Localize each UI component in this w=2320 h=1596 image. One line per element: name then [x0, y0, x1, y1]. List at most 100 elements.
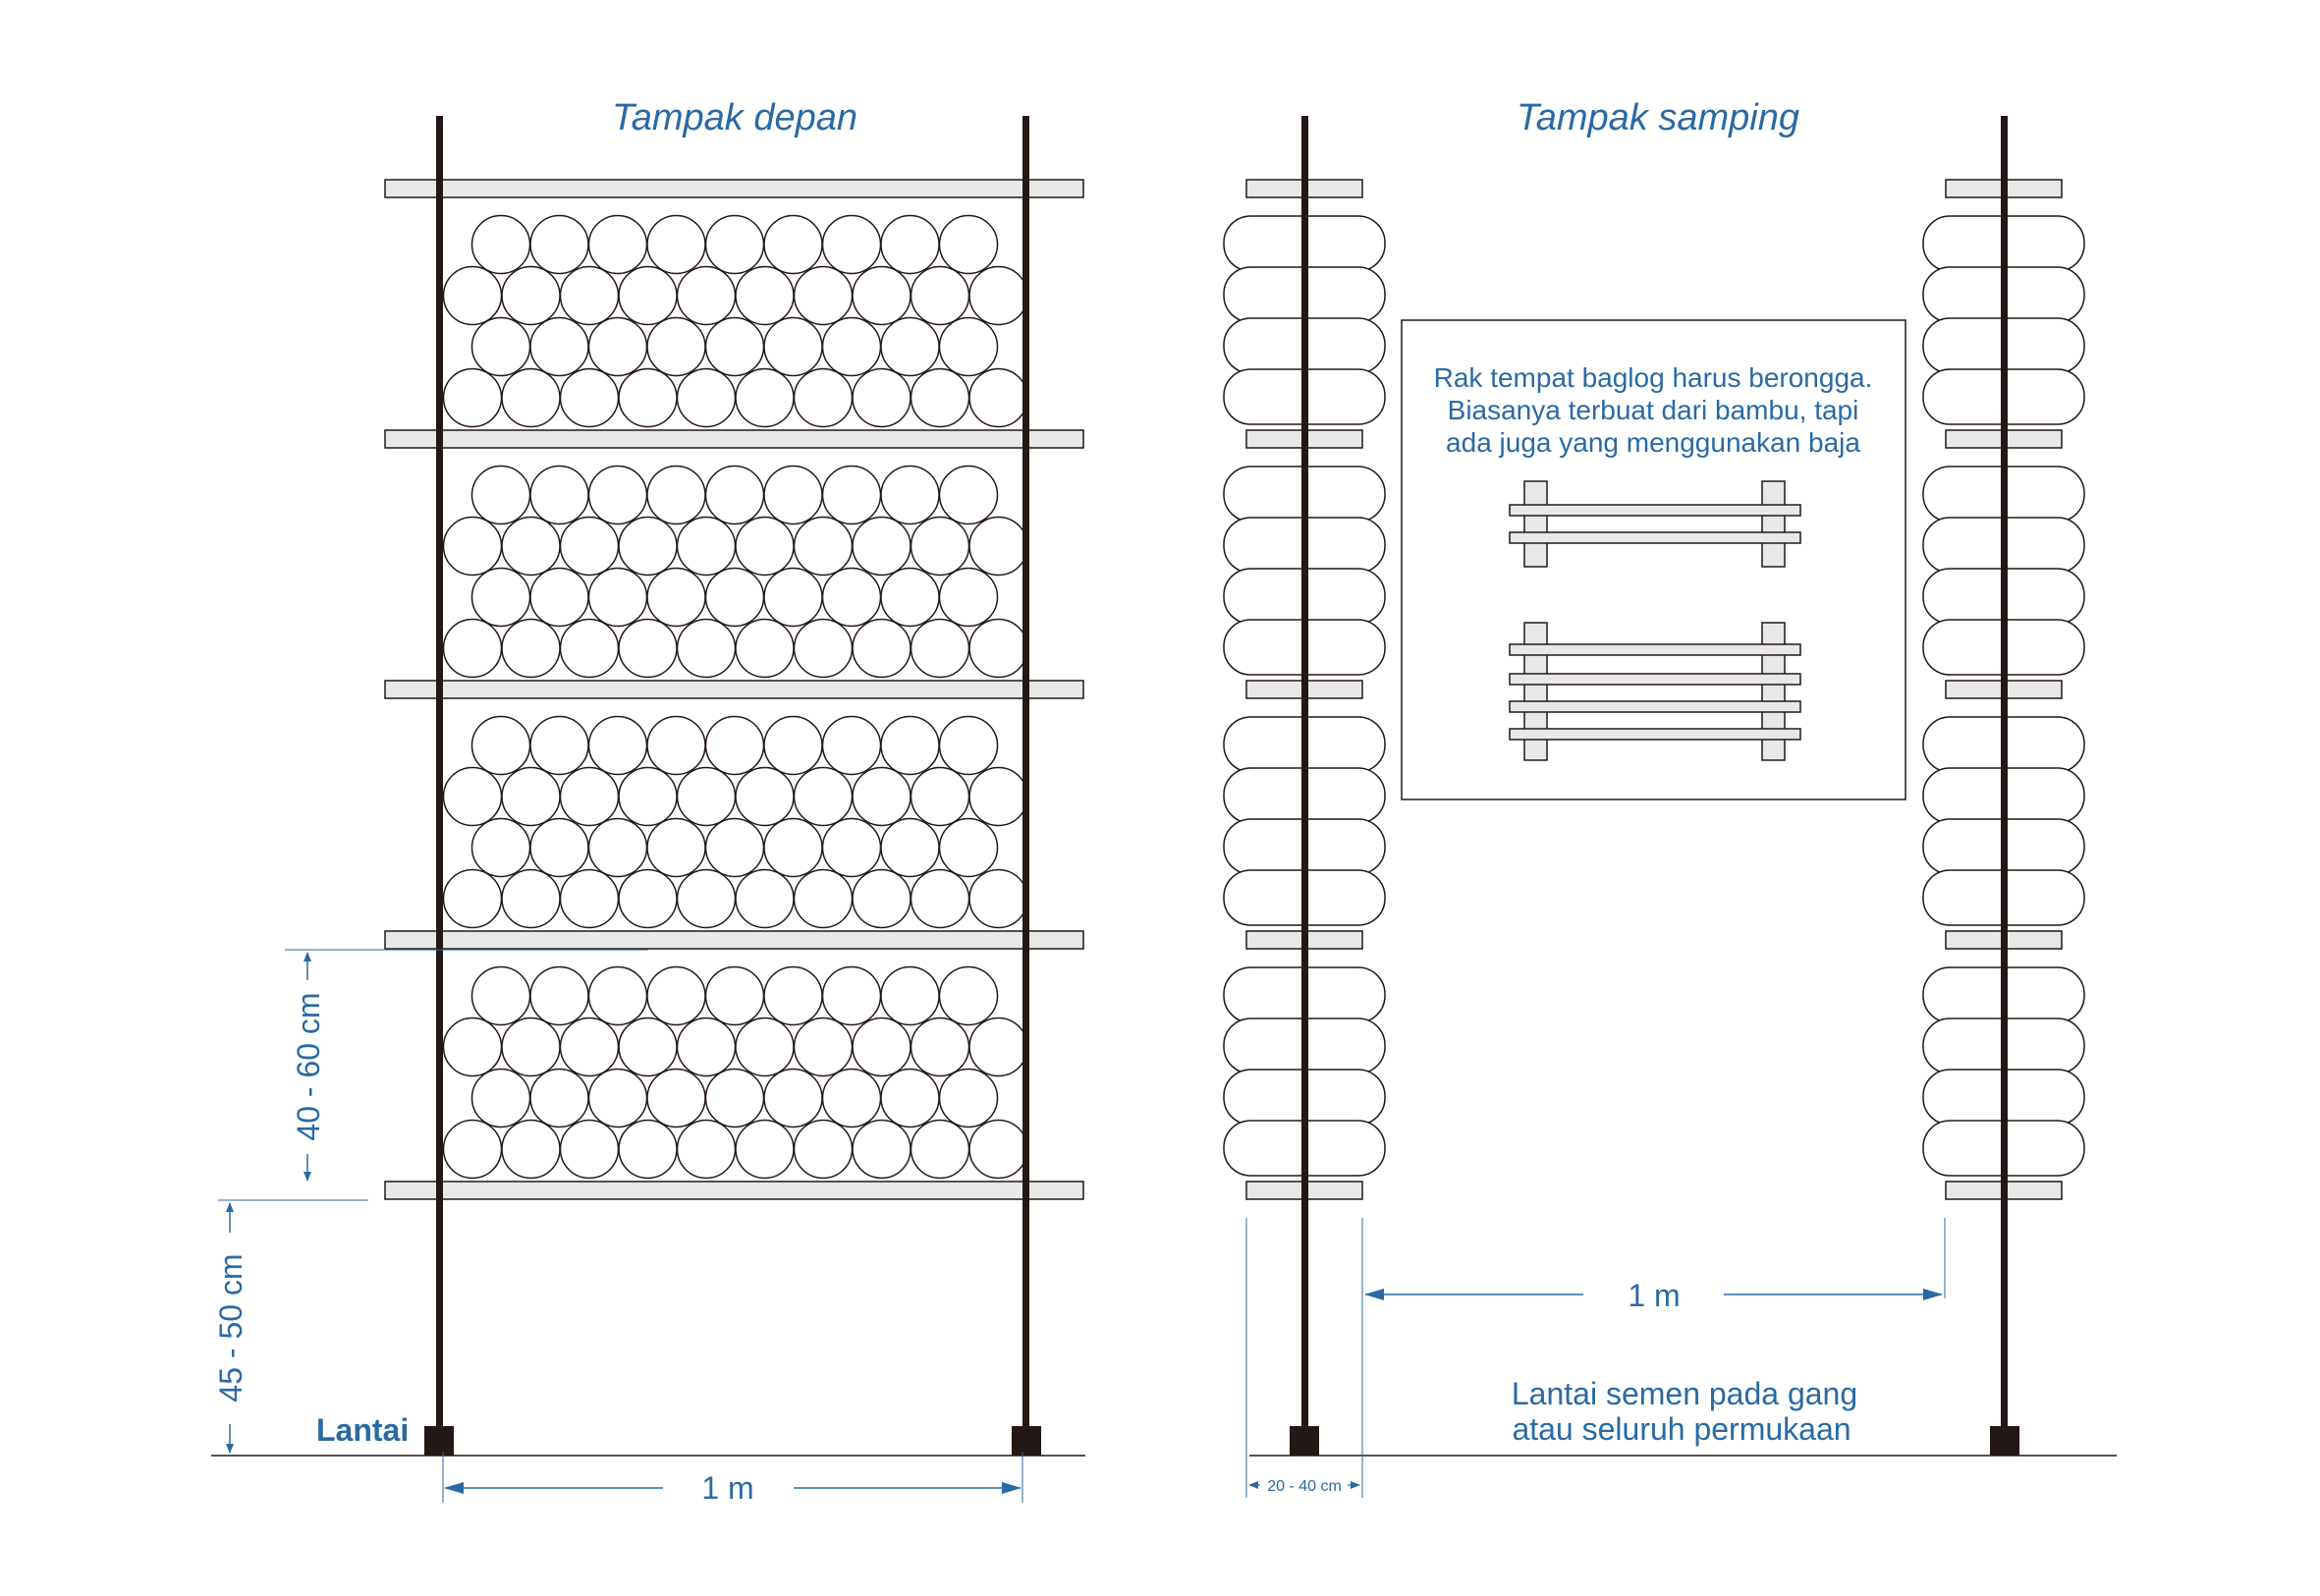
baglog-circle	[501, 1017, 561, 1077]
baglog-circle	[704, 1068, 765, 1128]
baglog-circle	[676, 868, 737, 929]
baglog-circle	[793, 516, 854, 577]
baglog-circle	[968, 766, 1028, 827]
baglog-circle	[910, 766, 970, 827]
baglog-circle	[793, 1017, 854, 1077]
baglog-circle	[793, 766, 854, 827]
baglog-circle	[529, 817, 589, 878]
baglog-circle	[704, 465, 765, 525]
baglog-circle	[880, 1068, 940, 1128]
baglog-circle	[470, 465, 531, 525]
baglog-circle	[501, 1119, 561, 1180]
baglog-circle	[676, 516, 737, 577]
rack-depth-label: 20 - 40 cm	[1267, 1478, 1342, 1495]
floor-note-line1: Lantai semen pada gang	[1512, 1376, 1857, 1411]
baglog-circle	[470, 1068, 531, 1128]
baglog-circle	[880, 567, 940, 628]
baglog-circle	[470, 965, 531, 1026]
baglog-circle	[852, 766, 911, 827]
baglog-circle	[763, 817, 823, 878]
shelf-gap-dimension: 40 - 60 cm	[285, 949, 648, 1201]
baglog-circle	[646, 465, 706, 525]
baglog-circle	[529, 316, 589, 377]
baglog-circle	[821, 214, 882, 275]
floor-gap-label: 45 - 50 cm	[213, 1253, 249, 1402]
shelf-gap-label: 40 - 60 cm	[291, 992, 326, 1140]
baglog-circle	[618, 516, 678, 577]
baglog-circle	[968, 1119, 1028, 1180]
side-right-foot	[1990, 1426, 2019, 1456]
front-width-dimension: 1 m	[442, 1452, 1023, 1506]
baglog-circle	[938, 715, 999, 776]
baglog-circle	[559, 516, 620, 577]
baglog-circle	[529, 715, 589, 776]
side-left-post	[1301, 116, 1308, 1430]
baglog-circle	[646, 715, 706, 776]
baglog-circle	[763, 715, 823, 776]
baglog-circle	[763, 465, 823, 525]
baglog-circle	[735, 766, 795, 827]
baglog-circle	[793, 265, 854, 326]
front-left-foot	[424, 1426, 454, 1456]
baglog-circle	[938, 465, 999, 525]
front-view-title: Tampak depan	[612, 97, 857, 138]
baglog-circle	[852, 516, 911, 577]
baglog-circle	[618, 1017, 678, 1077]
front-shelf	[384, 1181, 1084, 1200]
front-shelf	[384, 179, 1084, 198]
front-width-label: 1 m	[701, 1470, 753, 1506]
baglog-circle	[587, 567, 648, 628]
front-right-foot	[1012, 1426, 1041, 1456]
slat-rack-illustration-4	[1509, 622, 1801, 761]
baglog-circle	[852, 265, 911, 326]
baglog-circle	[968, 618, 1028, 679]
baglog-circle	[501, 766, 561, 827]
baglog-circle	[676, 265, 737, 326]
front-shelf	[384, 680, 1084, 699]
baglog-circle	[910, 618, 970, 679]
baglog-circle	[442, 516, 503, 577]
baglog-circle	[442, 1017, 503, 1077]
baglog-circle	[587, 1068, 648, 1128]
baglog-circle	[763, 1068, 823, 1128]
baglog-circle	[704, 965, 765, 1026]
baglog-circle	[559, 618, 620, 679]
baglog-circle	[735, 516, 795, 577]
baglog-circle	[852, 367, 911, 428]
baglog-circle	[735, 868, 795, 929]
baglog-circle	[470, 567, 531, 628]
baglog-circle	[938, 817, 999, 878]
baglog-circle	[735, 1017, 795, 1077]
front-shelves	[384, 179, 1084, 1200]
baglog-circle	[501, 516, 561, 577]
baglog-circle	[735, 1119, 795, 1180]
baglog-circle	[968, 265, 1028, 326]
side-right-post	[2001, 116, 2008, 1430]
front-right-post	[1022, 116, 1029, 1448]
aisle-dimension: 1 m	[1361, 1218, 1946, 1498]
baglog-circle	[646, 567, 706, 628]
baglog-circle	[968, 1017, 1028, 1077]
baglog-circle	[821, 1068, 882, 1128]
baglog-circle	[470, 316, 531, 377]
front-left-post	[436, 116, 443, 1448]
baglog-circle	[852, 868, 911, 929]
baglog-circle	[880, 715, 940, 776]
baglog-circle	[587, 715, 648, 776]
baglog-circle	[618, 618, 678, 679]
baglog-circle	[793, 618, 854, 679]
baglog-circle	[938, 1068, 999, 1128]
baglog-circle	[704, 316, 765, 377]
baglog-circle	[676, 367, 737, 428]
floor-label: Lantai	[316, 1412, 409, 1448]
info-line-2: Biasanya terbuat dari bambu, tapi	[1448, 395, 1859, 425]
side-view-title: Tampak samping	[1517, 97, 1799, 138]
baglog-circle	[529, 567, 589, 628]
baglog-circle	[821, 715, 882, 776]
baglog-circle	[821, 567, 882, 628]
baglog-circle	[880, 465, 940, 525]
baglog-circle	[470, 214, 531, 275]
baglog-circle	[676, 766, 737, 827]
baglog-circle	[910, 265, 970, 326]
